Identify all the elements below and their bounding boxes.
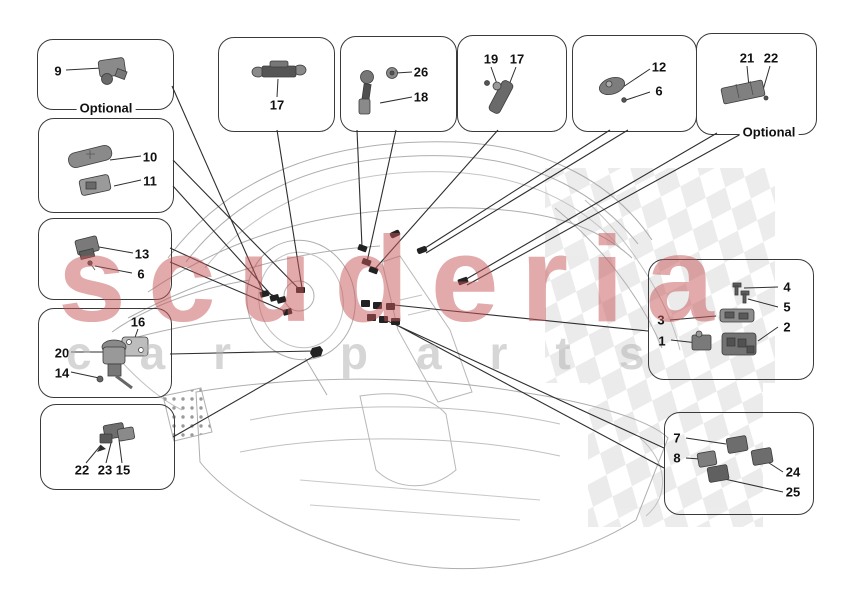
part-number-21: 21 — [739, 50, 755, 66]
part-9-camera-glyph — [97, 57, 128, 85]
part-17-lever-glyph — [251, 60, 307, 78]
part-13-6-glyph — [74, 235, 100, 271]
part-plugs-glyph — [696, 435, 774, 483]
part-10-11-glyph — [68, 144, 113, 196]
part-number-6: 6 — [655, 83, 663, 99]
part-18-cable-glyph — [358, 67, 398, 115]
part-number-25: 25 — [785, 484, 801, 500]
part-number-5: 5 — [783, 299, 791, 315]
optional-label-connector: Optional — [739, 124, 799, 140]
part-number-2: 2 — [783, 319, 791, 335]
part-number-7: 7 — [673, 430, 681, 446]
part-number-12: 12 — [651, 59, 667, 75]
box-floor-sensor — [40, 404, 175, 490]
part-number-14: 14 — [54, 365, 70, 381]
part-number-17: 17 — [509, 51, 525, 67]
part-21-connector-glyph — [720, 79, 769, 105]
part-number-9: 9 — [54, 63, 62, 79]
part-12-sensor-glyph — [598, 76, 627, 103]
box-lever — [218, 37, 335, 132]
box-pillar-sensor — [457, 35, 567, 132]
optional-label-camera: Optional — [76, 100, 136, 116]
part-number-22: 22 — [74, 462, 90, 478]
callout-lines — [65, 65, 784, 493]
box-relay-left — [38, 218, 172, 300]
part-number-19: 19 — [483, 51, 499, 67]
part-number-23: 23 — [97, 462, 113, 478]
part-number-26: 26 — [413, 64, 429, 80]
box-cable — [340, 36, 457, 132]
part-number-15: 15 — [115, 462, 131, 478]
part-number-18: 18 — [413, 89, 429, 105]
part-number-4: 4 — [783, 279, 791, 295]
part-number-16: 16 — [130, 314, 146, 330]
part-ecu-glyph — [691, 282, 757, 356]
part-number-10: 10 — [142, 149, 158, 165]
part-number-8: 8 — [673, 450, 681, 466]
part-number-11: 11 — [143, 173, 157, 189]
part-number-20: 20 — [54, 345, 70, 361]
box-roof-sensor — [38, 118, 174, 213]
leader-lines — [169, 85, 742, 469]
box-plugs — [664, 412, 814, 515]
box-pump — [38, 308, 172, 398]
part-17-pillar-glyph — [484, 80, 514, 114]
part-15-sensor-glyph — [99, 422, 136, 444]
box-ecu — [648, 259, 814, 380]
part-20-pump-glyph — [96, 336, 149, 390]
mounted-components — [259, 229, 469, 358]
part-number-3: 3 — [657, 312, 665, 328]
part-number-13: 13 — [134, 246, 150, 262]
part-number-6: 6 — [137, 266, 145, 282]
part-number-22: 22 — [763, 50, 779, 66]
part-number-1: 1 — [658, 333, 666, 349]
part-illustrations — [68, 57, 774, 483]
part-number-17: 17 — [269, 97, 285, 113]
part-number-24: 24 — [785, 464, 801, 480]
